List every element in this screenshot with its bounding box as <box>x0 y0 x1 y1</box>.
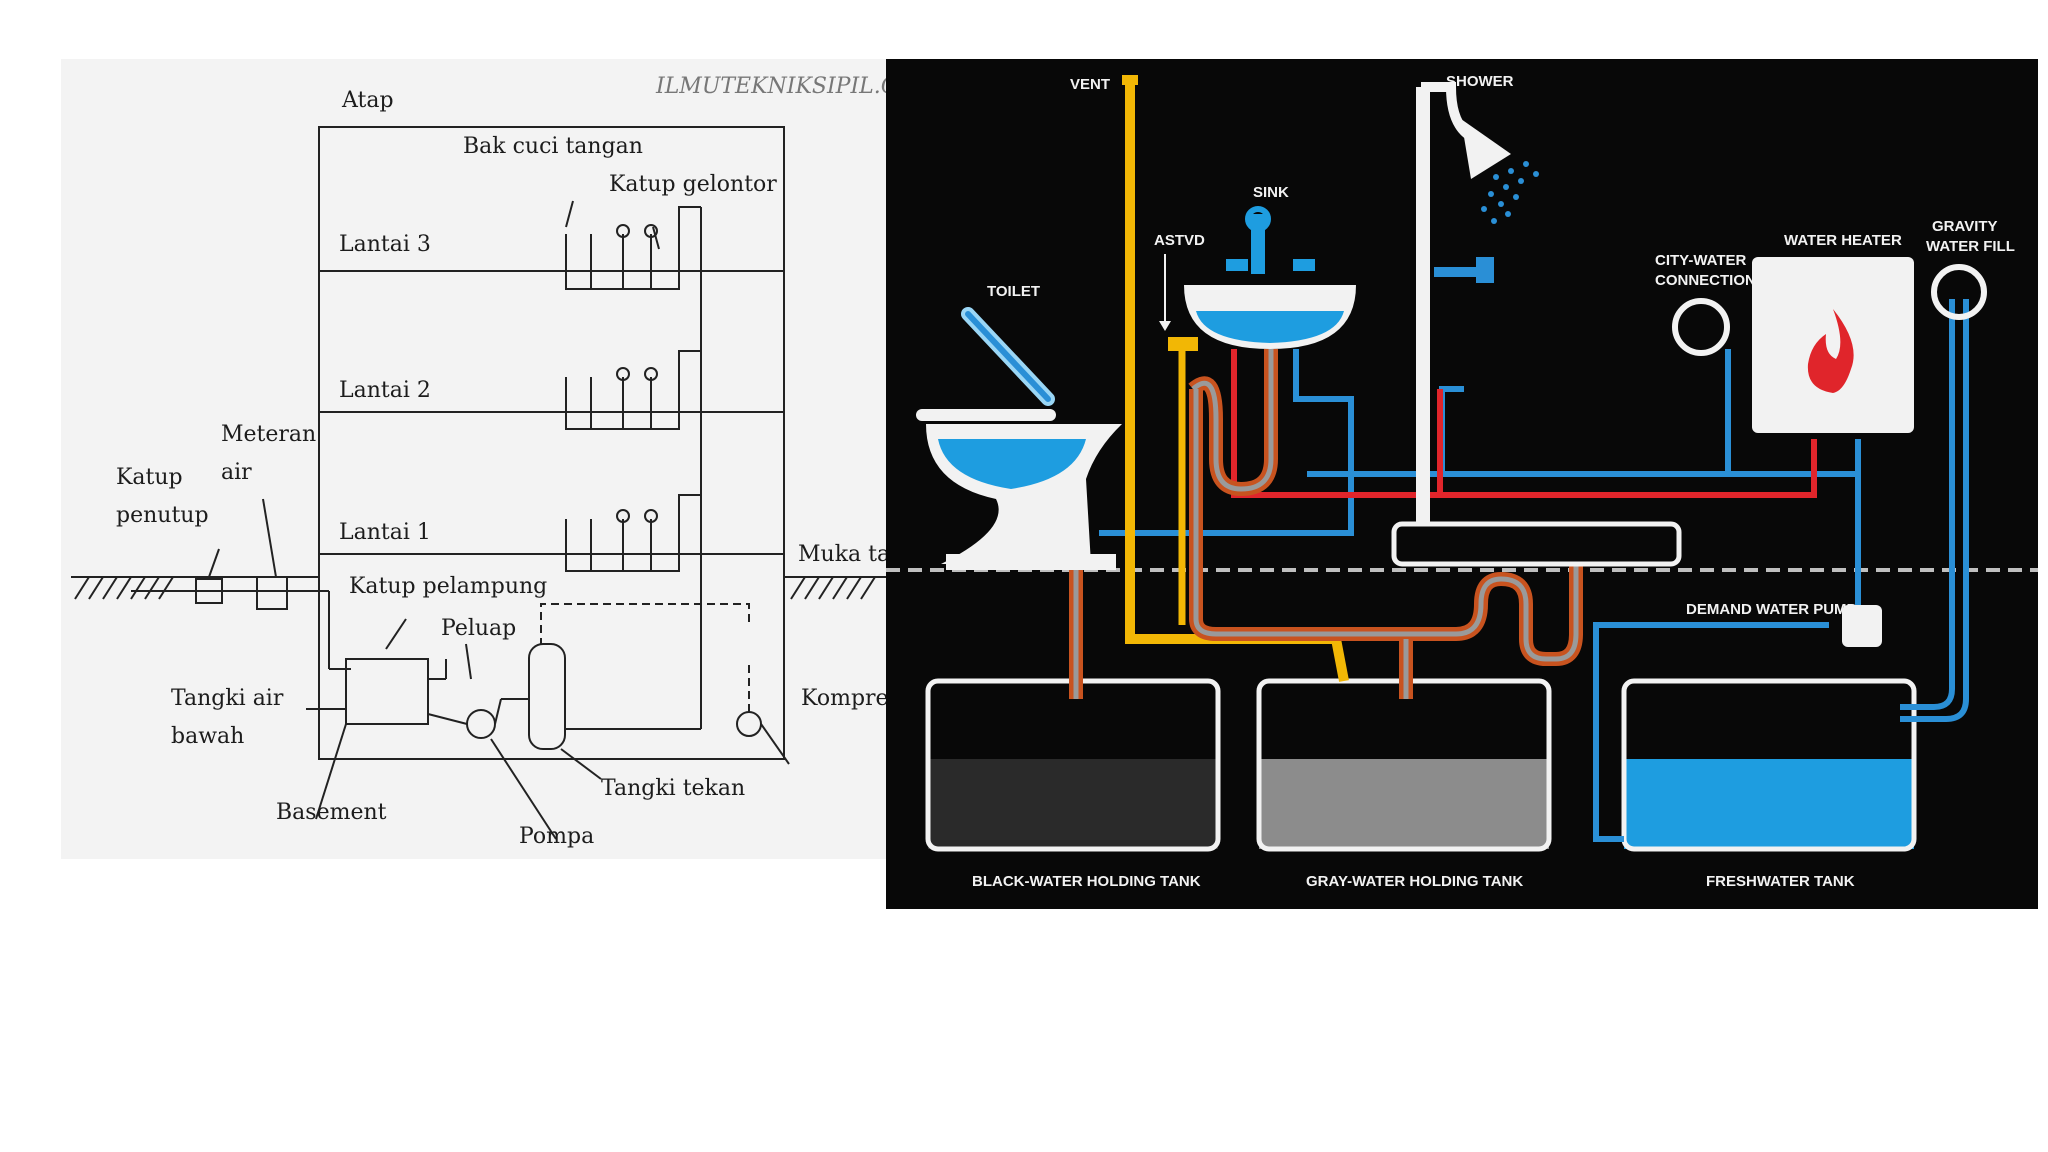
flame-icon <box>1807 309 1854 393</box>
pressure-tank-symbol <box>528 643 566 750</box>
label-meteran: Meteran <box>221 422 316 447</box>
label-lantai-2: Lantai 2 <box>339 378 431 403</box>
label-gravity-1: GRAVITY <box>1932 218 1998 235</box>
water-heater-icon <box>1752 257 1914 433</box>
label-vent: VENT <box>1070 76 1110 93</box>
label-peluap: Peluap <box>441 616 516 641</box>
gravity-water-fill-icon <box>1931 264 1987 320</box>
rv-plumbing-diagram: VENT SHOWER SINK ASTVD TOILET CITY-WATER… <box>886 59 2038 909</box>
floor3-branch <box>565 206 701 290</box>
label-katup-pelampung: Katup pelampung <box>349 574 547 599</box>
gray-water-tank <box>1256 678 1552 852</box>
city-water-connection-icon <box>1672 298 1730 356</box>
label-muka-tanah: Muka ta <box>798 542 887 567</box>
freshwater-tank <box>1621 678 1917 852</box>
label-shower: SHOWER <box>1446 73 1514 90</box>
label-black-water-tank: BLACK-WATER HOLDING TANK <box>972 873 1201 890</box>
label-penutup: penutup <box>116 503 209 528</box>
ground-hatch <box>74 576 876 600</box>
label-demand-water-pump: DEMAND WATER PUMP <box>1686 601 1857 618</box>
building-outline <box>318 126 785 760</box>
black-water-tank <box>925 678 1221 852</box>
label-freshwater-tank: FRESHWATER TANK <box>1706 873 1855 890</box>
compressor-symbol <box>736 711 762 737</box>
toilet-icon <box>916 307 1122 570</box>
label-katup: Katup <box>116 465 183 490</box>
demand-water-pump-icon <box>1842 605 1882 647</box>
label-basement: Basement <box>276 800 387 825</box>
building-plumbing-svg: ILMUTEKNIKSIPIL.CO Atap Bak cuci tangan … <box>71 74 887 849</box>
label-gravity-2: WATER FILL <box>1926 238 2015 255</box>
label-tangki-tekan: Tangki tekan <box>601 776 745 801</box>
label-astvd: ASTVD <box>1154 232 1205 249</box>
sink-icon <box>1184 206 1356 349</box>
label-lantai-1: Lantai 1 <box>339 520 431 545</box>
label-lantai-3: Lantai 3 <box>339 232 431 257</box>
label-city-water-2: CONNECTION <box>1655 272 1756 289</box>
label-bawah: bawah <box>171 724 244 749</box>
floor1-branch <box>565 494 701 572</box>
label-atap: Atap <box>341 88 394 113</box>
label-toilet: TOILET <box>987 283 1040 300</box>
label-tangki-air: Tangki air <box>171 686 284 711</box>
drain-pipes <box>1069 349 1583 699</box>
lower-tank-symbol <box>345 658 429 725</box>
hot-water-pipes <box>1231 349 1817 498</box>
label-bak-cuci-tangan: Bak cuci tangan <box>463 134 643 159</box>
label-air: air <box>221 460 252 485</box>
building-plumbing-diagram: ILMUTEKNIKSIPIL.CO Atap Bak cuci tangan … <box>61 59 887 859</box>
water-meter-symbol <box>256 576 288 610</box>
label-water-heater: WATER HEATER <box>1784 232 1902 249</box>
rv-plumbing-svg: VENT SHOWER SINK ASTVD TOILET CITY-WATER… <box>886 73 2038 890</box>
label-katup-gelontor: Katup gelontor <box>609 172 777 197</box>
label-pompa: Pompa <box>519 824 594 849</box>
floor2-branch <box>565 350 701 430</box>
label-sink: SINK <box>1253 184 1289 201</box>
watermark: ILMUTEKNIKSIPIL.CO <box>655 74 887 99</box>
label-city-water-1: CITY-WATER <box>1655 252 1747 269</box>
shower-icon <box>1391 82 1682 567</box>
label-gray-water-tank: GRAY-WATER HOLDING TANK <box>1306 873 1523 890</box>
shutoff-valve-symbol <box>195 578 223 604</box>
label-kompresor: Kompres <box>801 686 887 711</box>
pump-symbol <box>466 709 496 739</box>
